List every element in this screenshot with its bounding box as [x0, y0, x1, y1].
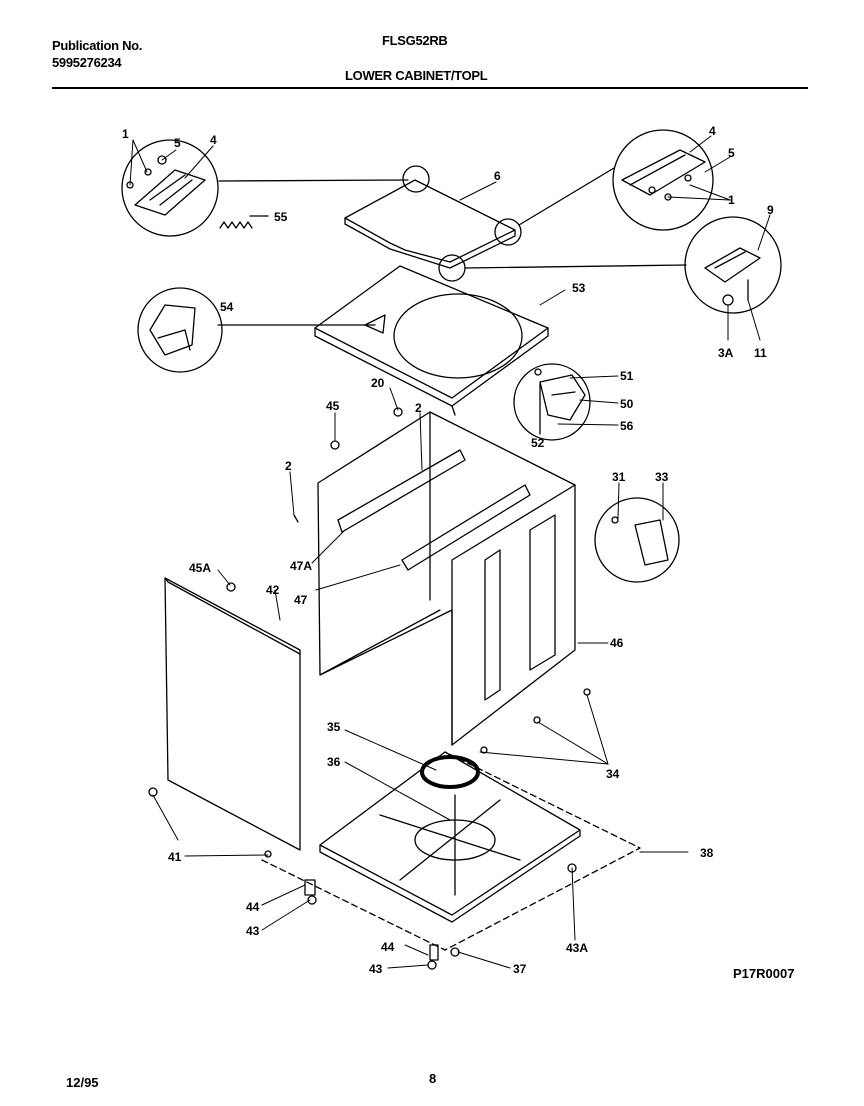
callout-label: 33 — [655, 470, 669, 484]
callout-label: 34 — [606, 767, 620, 781]
callout-label: 43 — [246, 924, 260, 938]
callout-label: 43A — [566, 941, 588, 955]
callout-label: 51 — [620, 369, 634, 383]
callout-label: 54 — [220, 300, 234, 314]
callout-labels: 1 5 4 55 6 4 5 1 9 53 54 3A 11 20 45 2 5… — [122, 124, 774, 976]
callout-label: 50 — [620, 397, 634, 411]
callout-label: 9 — [767, 203, 774, 217]
detail-circle-hinge-right — [518, 129, 714, 231]
header-rule — [52, 87, 808, 89]
callout-label: 44 — [246, 900, 260, 914]
callout-label: 5 — [174, 136, 181, 150]
callout-label: 1 — [122, 127, 129, 141]
callout-label: 42 — [266, 583, 280, 597]
hinge-point-circle — [494, 218, 522, 246]
hinge-point-circle — [402, 165, 430, 193]
callout-label: 31 — [612, 470, 626, 484]
publication-number: 5995276234 — [52, 55, 122, 70]
callout-label: 45A — [189, 561, 211, 575]
revision-date: 12/95 — [66, 1075, 99, 1090]
leader-lines — [129, 135, 771, 969]
callout-label: 5 — [728, 146, 735, 160]
callout-label: 55 — [274, 210, 288, 224]
callout-label: 35 — [327, 720, 341, 734]
callout-label: 36 — [327, 755, 341, 769]
callout-label: 41 — [168, 850, 182, 864]
callout-label: 47 — [294, 593, 308, 607]
callout-label: 4 — [210, 133, 217, 147]
callout-label: 20 — [371, 376, 385, 390]
page-number: 8 — [429, 1071, 437, 1086]
callout-label: 4 — [709, 124, 716, 138]
front-panel-part — [164, 577, 301, 851]
callout-label: 45 — [326, 399, 340, 413]
diagram-reference-code: P17R0007 — [733, 966, 795, 981]
cabinet-part — [317, 411, 576, 746]
callout-label: 56 — [620, 419, 634, 433]
callout-label: 44 — [381, 940, 395, 954]
model-number: FLSG52RB — [382, 33, 448, 48]
spring-part — [219, 215, 269, 229]
callout-label: 43 — [369, 962, 383, 976]
base-part — [261, 751, 641, 951]
detail-circle-hinge-left — [121, 139, 409, 237]
hinge-point-circle — [438, 254, 466, 282]
callout-label: 37 — [513, 962, 527, 976]
detail-circle-burner-bracket — [594, 497, 680, 583]
callout-label: 47A — [290, 559, 312, 573]
callout-label: 46 — [610, 636, 624, 650]
callout-label: 53 — [572, 281, 586, 295]
detail-circle-bracket-assembly — [513, 363, 591, 441]
callout-label: 11 — [754, 346, 767, 360]
lid-part — [344, 179, 516, 269]
section-title: LOWER CABINET/TOPL — [345, 68, 488, 83]
callout-label: 1 — [728, 193, 735, 207]
hardware-parts — [148, 407, 591, 970]
callout-label: 2 — [415, 401, 422, 415]
callout-label: 6 — [494, 169, 501, 183]
publication-label: Publication No. — [52, 38, 143, 53]
callout-label: 38 — [700, 846, 714, 860]
detail-circle-bracket — [137, 287, 223, 373]
top-panel-part — [314, 265, 549, 416]
callout-label: 2 — [285, 459, 292, 473]
callout-label: 52 — [531, 436, 545, 450]
callout-label: 3A — [718, 346, 734, 360]
